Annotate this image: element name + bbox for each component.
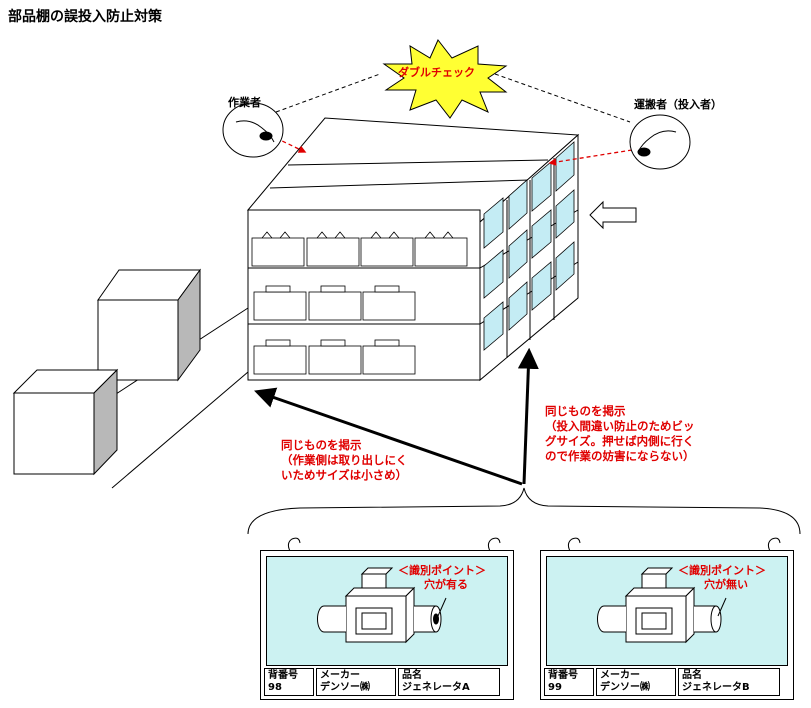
- carrier-hand-icon: [629, 114, 691, 170]
- card-field-label: 品名: [402, 670, 422, 681]
- shelf-parts-boxes: [251, 231, 468, 375]
- identification-point-desc: 穴が有る: [424, 578, 468, 591]
- card-field-value: 98: [268, 682, 282, 693]
- card-field: 品名ジェネレータB: [678, 668, 780, 696]
- card-field-value: デンソー㈱: [320, 682, 370, 693]
- card-field: メーカーデンソー㈱: [316, 668, 396, 696]
- big-label-arrow: [517, 347, 539, 485]
- shelf-side-labels: [483, 141, 575, 351]
- small-note-line: 同じものを掲示: [281, 438, 362, 452]
- generator-part-icon: [317, 567, 447, 644]
- conveyor-box-front: [12, 368, 119, 476]
- cards-brace: [247, 487, 801, 535]
- big-note-line: （投入間違い防止のためビッ: [545, 419, 695, 433]
- big-note-line: グサイズ。押せば内側に行く: [545, 434, 695, 448]
- big-note-line: ので作業の妨害にならない）: [545, 449, 695, 463]
- card-field-label: メーカー: [600, 670, 640, 681]
- card-field: メーカーデンソー㈱: [596, 668, 676, 696]
- big-note-line: 同じものを掲示: [545, 404, 626, 418]
- generator-part-icon: [597, 567, 727, 644]
- worker-hand-icon: [222, 102, 284, 158]
- page-title: 部品棚の誤投入防止対策: [8, 9, 162, 25]
- identification-point-label: ＜識別ポイント＞: [398, 564, 486, 577]
- double-check-burst: [382, 39, 508, 119]
- small-label-note: 同じものを掲示 （作業側は取り出しにく いためサイズは小さめ）: [281, 438, 407, 483]
- card-field-value: 99: [548, 682, 562, 693]
- carrier-label: 運搬者（投入者）: [634, 98, 722, 111]
- worker-label: 作業者: [228, 96, 261, 109]
- check-dashed-lines: [275, 73, 631, 123]
- card-hook-icon: [567, 537, 781, 552]
- identification-point-desc: 穴が無い: [704, 578, 748, 591]
- card-hook-icon: [287, 537, 501, 552]
- double-check-text: ダブルチェック: [398, 66, 475, 79]
- conveyor-box-back: [97, 268, 201, 382]
- card-field-value: デンソー㈱: [600, 682, 650, 693]
- card-field-label: 品名: [682, 670, 702, 681]
- card-field-label: メーカー: [320, 670, 360, 681]
- identification-point-label: ＜識別ポイント＞: [678, 564, 766, 577]
- card-field: 品名ジェネレータA: [398, 668, 500, 696]
- input-direction-arrow: [589, 200, 637, 230]
- small-note-line: （作業側は取り出しにく: [281, 453, 408, 467]
- card-field-value: ジェネレータB: [682, 682, 750, 693]
- card-field-value: ジェネレータA: [402, 682, 470, 693]
- sight-lines: [275, 137, 633, 166]
- card-field-label: 背番号: [268, 670, 298, 681]
- small-note-line: いためサイズは小さめ）: [281, 468, 408, 482]
- small-label-arrow: [254, 387, 523, 486]
- big-label-note: 同じものを掲示 （投入間違い防止のためビッ グサイズ。押せば内側に行く ので作業…: [545, 404, 695, 464]
- card-field-label: 背番号: [548, 670, 578, 681]
